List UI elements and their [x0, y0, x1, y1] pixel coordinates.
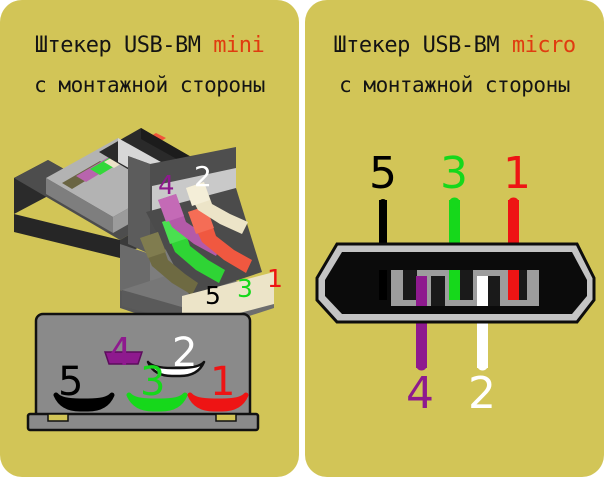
iso-label-2: 2 [194, 160, 212, 193]
panel-mini-title-accent: mini [213, 33, 265, 58]
front-connector-mini-svg [26, 312, 260, 432]
panel-micro-title-prefix: Штекер USB-BM [333, 33, 512, 58]
leader-tip-2 [477, 276, 488, 306]
leader-tip-5 [379, 270, 387, 300]
isometric-plug-svg [14, 128, 274, 330]
panel-mini-subtitle: с монтажной стороны [34, 73, 265, 97]
pin-slot-5 [403, 270, 417, 300]
front-label-2: 2 [172, 330, 198, 376]
leader-cap-1 [508, 197, 519, 209]
micro-label-3: 3 [440, 148, 468, 199]
panel-micro-subtitle: с монтажной стороны [339, 73, 570, 97]
front-connector-micro-svg [315, 197, 596, 371]
leader-tip-1 [508, 270, 519, 300]
panel-mini-title: Штекер USB-BM mini [0, 33, 299, 58]
front-label-3: 3 [140, 359, 166, 405]
plug-wire-contact-2 [186, 182, 248, 234]
panel-mini-title-prefix: Штекер USB-BM [34, 33, 214, 58]
pin-shape-3 [126, 392, 188, 412]
front-label-1: 1 [210, 359, 236, 405]
leader-cap-2 [477, 359, 488, 371]
panel-usb-bm-mini: Штекер USB-BM mini с монтажной стороны [0, 0, 299, 477]
pin-slot-3 [459, 270, 473, 300]
leader-tip-4 [416, 276, 427, 306]
foot-notch-left [47, 413, 69, 422]
plug-wire-contact-5 [140, 232, 198, 295]
panel-usb-bm-micro: Штекер USB-BM micro с монтажной стороны [305, 0, 604, 477]
front-label-4: 4 [108, 330, 133, 374]
micro-label-5: 5 [369, 148, 397, 199]
pin-shape-1 [187, 392, 249, 412]
panel-micro-title-accent: micro [511, 33, 576, 58]
pin-shape-5 [53, 392, 115, 412]
illustration-isometric-plug-mini [0, 0, 299, 477]
pin-shape-4 [103, 351, 144, 365]
foot-notch-right [215, 413, 237, 422]
pin-shape-2 [146, 360, 206, 378]
micro-label-4: 4 [406, 368, 434, 419]
iso-label-3: 3 [237, 274, 253, 303]
illustration-front-connector-mini [0, 0, 299, 477]
iso-label-4: 4 [158, 171, 175, 201]
micro-label-1: 1 [503, 148, 531, 199]
connector-foot-bar [26, 412, 260, 432]
pin-slot-2 [486, 276, 500, 306]
panel-micro-title: Штекер USB-BM micro [305, 33, 604, 58]
leader-cap-4 [416, 359, 427, 371]
leader-tip-3 [449, 270, 460, 300]
front-label-5: 5 [58, 359, 84, 405]
iso-label-1: 1 [267, 264, 283, 293]
pin-slot-4 [431, 276, 445, 306]
leader-cap-5 [379, 199, 387, 207]
illustration-front-connector-micro [305, 0, 604, 477]
leader-cap-3 [449, 197, 460, 209]
iso-label-5: 5 [205, 281, 221, 310]
micro-label-2: 2 [468, 368, 496, 419]
